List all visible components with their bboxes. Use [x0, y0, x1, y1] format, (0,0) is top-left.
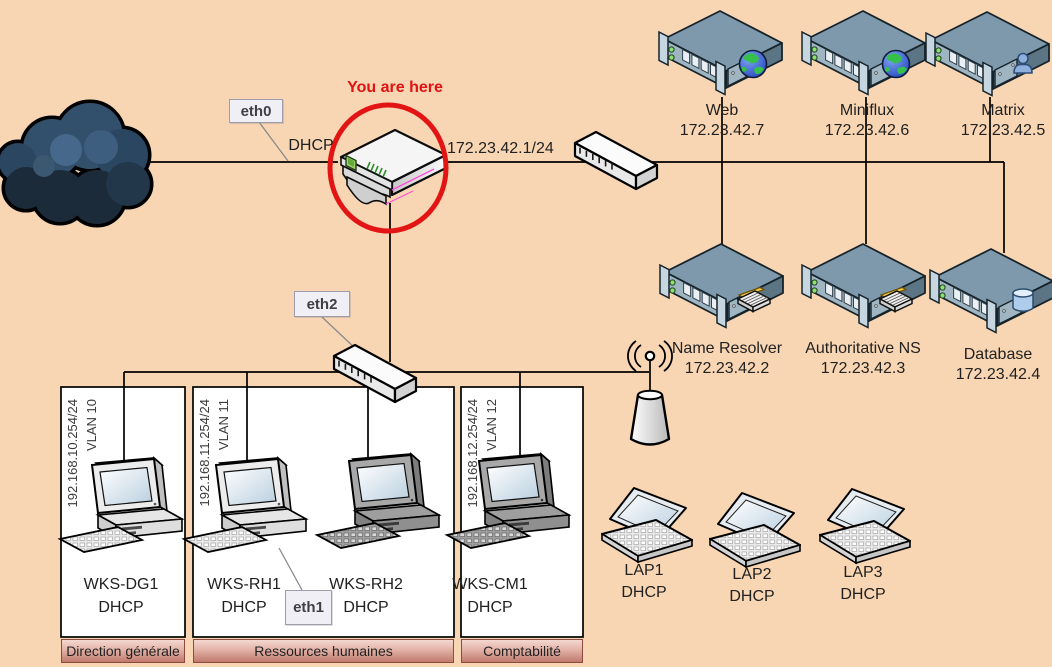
server-name: Matrix [981, 102, 1025, 119]
vlan-id: VLAN 11 [216, 399, 231, 451]
router-wan-mode-label: DHCP [288, 137, 334, 154]
workstation-mode: DHCP [221, 599, 267, 616]
server-icon-database [929, 248, 1052, 334]
access-point-icon [629, 389, 671, 446]
lan-switch-icon [573, 130, 659, 191]
network-links [123, 97, 1005, 486]
laptop-icon-lap3 [819, 488, 911, 564]
server-icon-authoritative-ns [801, 243, 926, 329]
server-ip: 172.23.42.2 [684, 360, 770, 377]
laptop-name: LAP3 [843, 564, 883, 581]
vlan-gateway: 192.168.11.254/24 [197, 399, 212, 507]
laptop-icon-lap2 [709, 492, 801, 568]
server-ip: 172.23.42.3 [820, 360, 906, 377]
workstation-name: WKS-RH1 [207, 576, 281, 593]
workstation-name: WKS-DG1 [83, 576, 159, 593]
laptop-mode: DHCP [729, 588, 775, 605]
server-icon-matrix [925, 11, 1050, 97]
router-lan-ip-label: 172.23.42.1/24 [447, 140, 554, 157]
globe-icon [738, 49, 768, 79]
workstation-name: WKS-RH2 [329, 576, 403, 593]
laptop-name: LAP1 [624, 562, 664, 579]
antenna-icon [627, 340, 673, 372]
server-icon-name-resolver [659, 243, 784, 329]
laptop-icon-lap1 [601, 487, 693, 563]
server-icon-web [658, 10, 783, 96]
server-ip: 172.23.42.4 [955, 366, 1041, 383]
server-name: Name Resolver [671, 340, 783, 357]
server-name: Authoritative NS [805, 340, 921, 357]
laptop-mode: DHCP [840, 586, 886, 603]
vlan-id: VLAN 12 [484, 399, 499, 452]
cloud-icon [0, 99, 154, 228]
workstation-mode: DHCP [343, 599, 389, 616]
vlan-gateway: 192.168.10.254/24 [65, 399, 80, 508]
vlan-gateway: 192.168.12.254/24 [465, 399, 480, 508]
department-strip: Direction générale [61, 639, 185, 663]
eth1-callout: eth1 [285, 590, 332, 625]
server-ip: 172.23.42.5 [960, 122, 1046, 139]
you-are-here-label: You are here [347, 79, 443, 96]
laptop-mode: DHCP [621, 584, 667, 601]
laptop-name: LAP2 [732, 566, 772, 583]
workstation-mode: DHCP [467, 599, 513, 616]
department-strip: Ressources humaines [193, 639, 454, 663]
server-ip: 172.23.42.7 [679, 122, 765, 139]
callout-leaders [258, 121, 358, 591]
workstation-mode: DHCP [98, 599, 144, 616]
globe-icon [881, 49, 911, 79]
vlan-subnet-label: 192.168.12.254/24 VLAN 12 [463, 399, 501, 511]
vlan-id: VLAN 10 [84, 399, 99, 452]
server-name: Web [705, 102, 739, 119]
server-ip: 172.23.42.6 [824, 122, 910, 139]
server-name: Miniflux [839, 102, 895, 119]
eth2-callout: eth2 [294, 291, 350, 317]
workstation-name: WKS-CM1 [452, 576, 528, 593]
vlan-subnet-label: 192.168.11.254/24 VLAN 11 [195, 399, 233, 511]
you-are-here-circle [327, 102, 449, 234]
vlan-subnet-label: 192.168.10.254/24 VLAN 10 [63, 399, 101, 511]
department-strip: Comptabilité [461, 639, 583, 663]
router-icon [339, 128, 448, 206]
server-icon-miniflux [801, 10, 926, 96]
eth0-callout: eth0 [229, 99, 283, 123]
server-name: Database [963, 346, 1033, 363]
database-icon [1012, 288, 1034, 312]
